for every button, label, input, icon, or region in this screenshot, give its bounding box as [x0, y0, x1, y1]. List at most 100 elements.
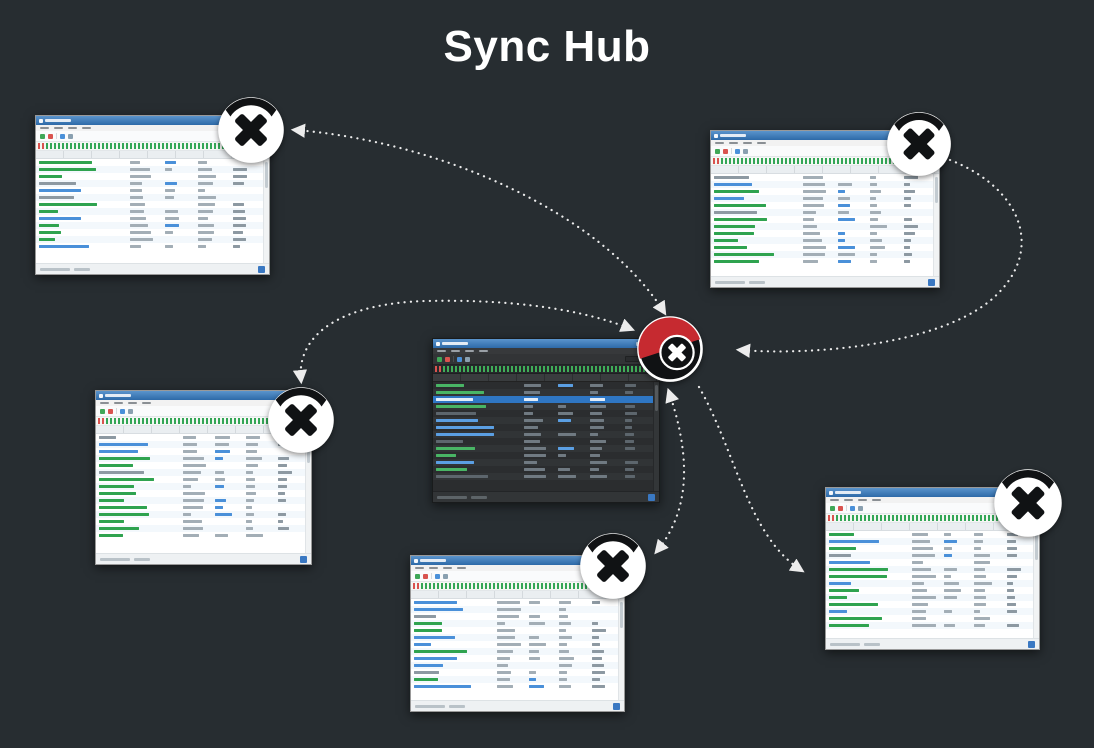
status-bar — [433, 491, 659, 502]
table-row — [826, 573, 1033, 580]
table-row — [96, 525, 305, 532]
peer-node-icon — [216, 95, 286, 165]
table-row — [411, 648, 618, 655]
status-indicator — [648, 493, 655, 501]
table-row — [36, 229, 263, 236]
add-icon — [415, 573, 420, 579]
hub-node-icon — [635, 314, 705, 384]
table-row — [96, 511, 305, 518]
status-indicator — [613, 702, 620, 710]
window-title-text — [45, 119, 71, 122]
window-title-text — [720, 134, 746, 137]
table-row — [826, 531, 1033, 538]
table-row — [826, 601, 1033, 608]
table-row — [433, 410, 653, 417]
table-row — [826, 608, 1033, 615]
status-indicator — [300, 555, 307, 563]
table-row — [433, 417, 653, 424]
file-list — [826, 531, 1039, 638]
add-icon — [40, 133, 45, 139]
table-row — [826, 559, 1033, 566]
window-title-text — [835, 491, 861, 494]
table-row — [433, 424, 653, 431]
table-row — [826, 538, 1033, 545]
status-bar — [826, 638, 1039, 649]
table-row — [826, 566, 1033, 573]
status-bar — [96, 553, 311, 564]
start-icon — [60, 133, 65, 139]
add-icon — [715, 148, 720, 154]
table-row — [411, 599, 618, 606]
remove-icon — [838, 505, 843, 511]
status-bar — [36, 263, 269, 274]
table-row — [36, 222, 263, 229]
peer-node-icon — [885, 110, 953, 178]
peer-window-screenshot — [35, 115, 270, 275]
app-icon — [829, 490, 833, 495]
scrollbar — [263, 159, 269, 263]
pieces-availability-bar — [826, 514, 1039, 523]
status-indicator — [1028, 640, 1035, 648]
table-row — [826, 587, 1033, 594]
table-row — [96, 462, 305, 469]
table-row — [96, 497, 305, 504]
add-icon — [100, 408, 105, 414]
table-row — [36, 208, 263, 215]
app-icon — [714, 133, 718, 138]
table-row — [36, 201, 263, 208]
peer-window-screenshot — [825, 487, 1040, 650]
table-row — [96, 448, 305, 455]
column-headers — [411, 591, 624, 599]
table-row — [411, 683, 618, 690]
table-row — [433, 459, 653, 466]
menu-bar — [826, 497, 1039, 503]
menu-bar — [96, 400, 311, 406]
table-row — [411, 641, 618, 648]
menu-bar — [36, 125, 269, 131]
table-row — [36, 194, 263, 201]
table-row — [96, 483, 305, 490]
table-row — [36, 236, 263, 243]
table-row — [96, 490, 305, 497]
peer-node-icon — [992, 467, 1064, 539]
table-row — [411, 634, 618, 641]
pause-icon — [68, 133, 73, 139]
table-row — [433, 473, 653, 480]
app-icon — [39, 118, 43, 123]
remove-icon — [48, 133, 53, 139]
app-icon — [414, 558, 418, 563]
table-row — [36, 166, 263, 173]
pause-icon — [858, 505, 863, 511]
pieces-availability-bar — [411, 582, 624, 591]
table-row — [826, 580, 1033, 587]
pause-icon — [128, 408, 133, 414]
table-row — [36, 243, 263, 250]
table-row — [826, 552, 1033, 559]
pause-icon — [743, 148, 748, 154]
table-row — [36, 187, 263, 194]
file-list — [411, 599, 624, 700]
table-row — [826, 545, 1033, 552]
start-icon — [735, 148, 740, 154]
table-row — [826, 615, 1033, 622]
table-row — [96, 476, 305, 483]
table-row — [36, 215, 263, 222]
table-row — [433, 382, 653, 389]
table-row — [433, 403, 653, 410]
column-headers — [36, 151, 269, 159]
table-row — [433, 466, 653, 473]
diagram-title: Sync Hub — [443, 22, 651, 71]
table-row — [411, 676, 618, 683]
table-row — [433, 445, 653, 452]
menu-bar — [711, 140, 939, 146]
scrollbar — [1033, 531, 1039, 638]
remove-icon — [108, 408, 113, 414]
table-row — [411, 669, 618, 676]
table-row — [411, 662, 618, 669]
table-row — [96, 518, 305, 525]
scrollbar — [618, 599, 624, 700]
remove-icon — [723, 148, 728, 154]
file-list — [36, 159, 269, 263]
